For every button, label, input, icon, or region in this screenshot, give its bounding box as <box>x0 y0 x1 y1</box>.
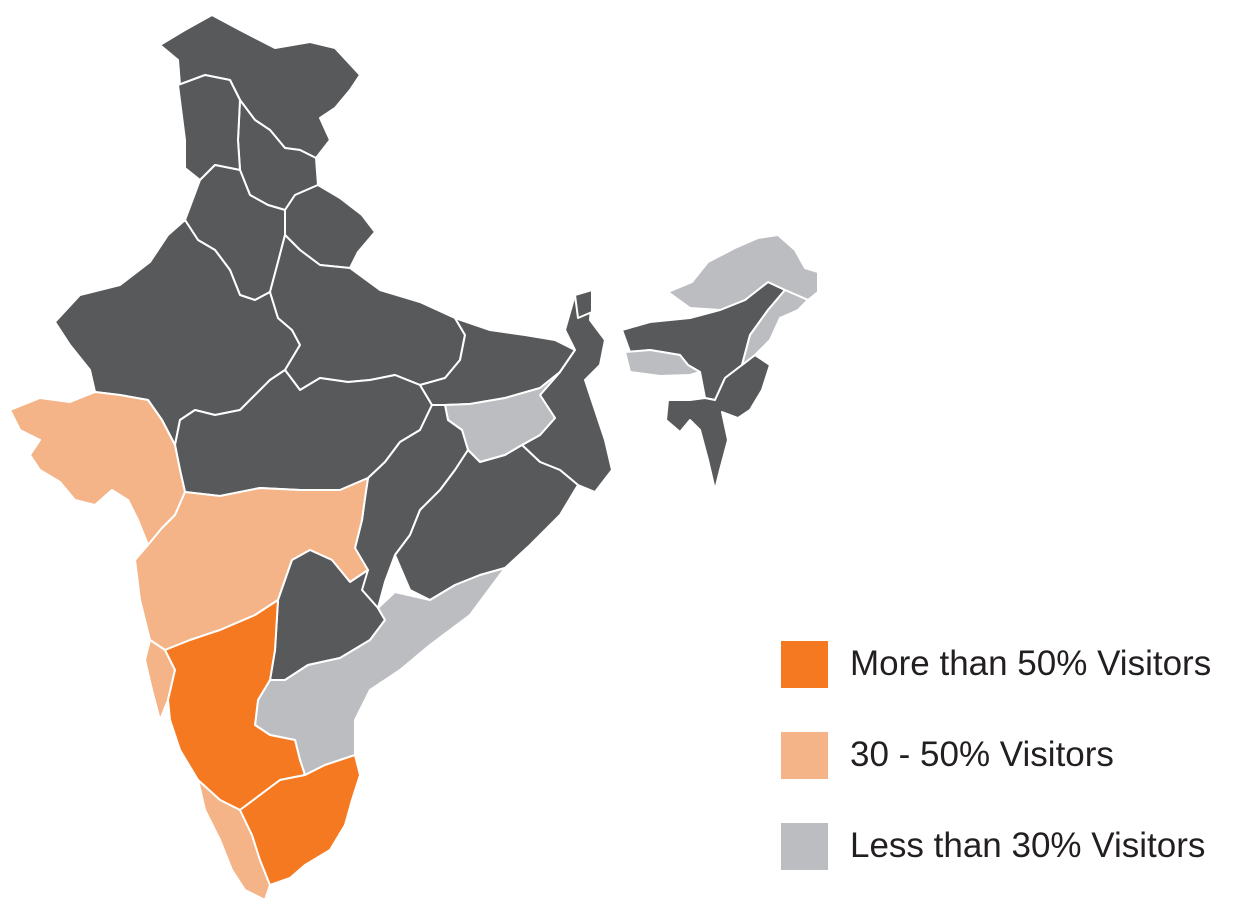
legend-item-medium: 30 - 50% Visitors <box>781 731 1241 779</box>
legend-label-medium: 30 - 50% Visitors <box>850 735 1114 774</box>
region-gujarat[interactable] <box>9 391 186 546</box>
legend-label-low: Less than 30% Visitors <box>850 826 1206 865</box>
legend: More than 50% Visitors 30 - 50% Visitors… <box>781 640 1241 913</box>
region-karnataka[interactable] <box>164 599 306 811</box>
legend-label-high: More than 50% Visitors <box>850 644 1212 683</box>
region-nagaland-manipur[interactable] <box>741 289 809 366</box>
legend-swatch-medium <box>781 731 828 779</box>
region-punjab[interactable] <box>177 74 241 181</box>
legend-item-low: Less than 30% Visitors <box>781 822 1241 870</box>
legend-item-high: More than 50% Visitors <box>781 640 1241 688</box>
region-uttar-pradesh[interactable] <box>269 234 466 391</box>
region-meghalaya[interactable] <box>624 349 701 377</box>
region-kerala[interactable] <box>197 779 271 901</box>
region-northeast-south[interactable] <box>665 354 771 491</box>
region-sikkim[interactable] <box>574 289 593 319</box>
legend-swatch-low <box>781 822 828 870</box>
legend-swatch-high <box>781 640 828 688</box>
region-arunachal-pradesh[interactable] <box>667 234 819 311</box>
region-tamil-nadu[interactable] <box>239 754 361 886</box>
